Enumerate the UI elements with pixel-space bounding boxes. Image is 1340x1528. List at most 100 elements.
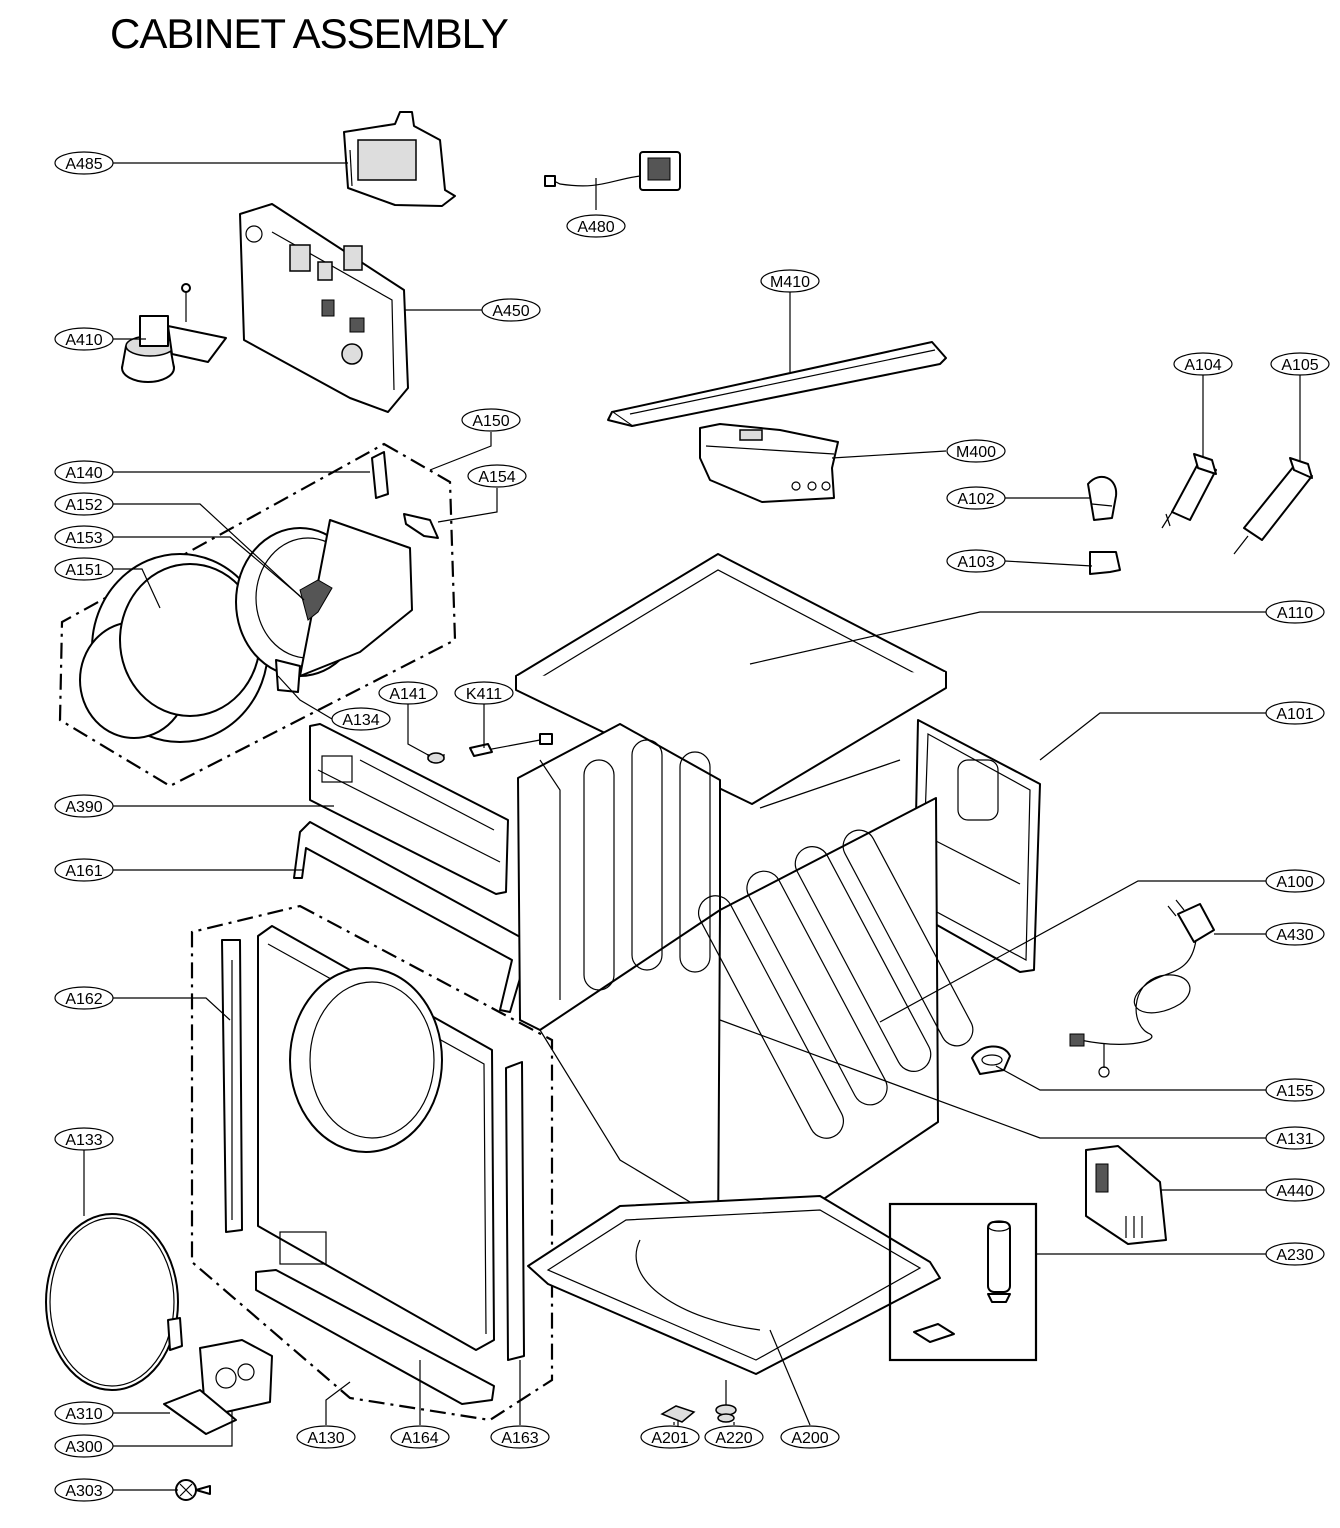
svg-text:A201: A201: [651, 1430, 688, 1447]
part-damper-kit: [913, 1220, 1011, 1343]
part-damper-long: [1233, 457, 1313, 555]
label-a154: A154: [467, 464, 527, 488]
part-kick-plate: [255, 1269, 495, 1405]
svg-text:A100: A100: [1276, 874, 1313, 891]
svg-text:A105: A105: [1281, 357, 1318, 374]
label-a110: A110: [1265, 600, 1325, 624]
svg-text:A150: A150: [472, 413, 509, 430]
part-main-control-box: [239, 203, 409, 413]
label-a131: A131: [1265, 1126, 1325, 1150]
svg-text:M410: M410: [770, 274, 810, 291]
part-back-cover: [913, 719, 1041, 973]
part-cap: [1087, 475, 1118, 521]
svg-text:A110: A110: [1277, 605, 1313, 622]
part-side-strip-right: [505, 1061, 525, 1361]
svg-text:A430: A430: [1276, 927, 1313, 944]
label-a390: A390: [54, 794, 114, 818]
svg-text:A101: A101: [1276, 706, 1313, 723]
part-leveling-foot: [715, 1380, 737, 1423]
svg-text:A153: A153: [65, 530, 102, 547]
svg-text:A154: A154: [478, 469, 515, 486]
svg-text:A390: A390: [65, 799, 102, 816]
svg-text:A230: A230: [1276, 1247, 1313, 1264]
svg-text:A161: A161: [65, 863, 102, 880]
svg-text:A133: A133: [65, 1132, 102, 1149]
part-wire-sensor: [469, 733, 553, 757]
svg-text:A200: A200: [791, 1430, 828, 1447]
part-front-panel: [257, 925, 495, 1351]
label-a130: A130: [296, 1425, 356, 1449]
label-a410: A410: [54, 327, 114, 351]
label-a100: A100: [1265, 869, 1325, 893]
label-m400: M400: [946, 439, 1006, 463]
label-k411: K411: [454, 681, 514, 705]
label-a150: A150: [461, 408, 521, 432]
part-door-lock: [1085, 1145, 1167, 1245]
svg-text:A134: A134: [342, 712, 379, 729]
svg-text:A162: A162: [65, 991, 102, 1008]
label-a134: A134: [331, 707, 391, 731]
svg-text:A102: A102: [957, 491, 994, 508]
part-display-housing: [343, 111, 456, 207]
svg-text:A141: A141: [389, 686, 426, 703]
part-power-cord: [1069, 899, 1215, 1078]
part-dispenser-housing: [699, 423, 839, 503]
label-a450: A450: [481, 298, 541, 322]
svg-text:A485: A485: [65, 156, 102, 173]
label-a162: A162: [54, 986, 114, 1010]
svg-text:A155: A155: [1276, 1083, 1313, 1100]
label-a161: A161: [54, 858, 114, 882]
part-pump-motor: [121, 283, 227, 383]
label-a133: A133: [54, 1127, 114, 1151]
svg-text:A140: A140: [65, 465, 102, 482]
svg-text:A163: A163: [501, 1430, 538, 1447]
part-clip: [1089, 551, 1121, 575]
svg-text:A130: A130: [307, 1430, 344, 1447]
page-title: CABINET ASSEMBLY: [110, 10, 509, 57]
front-panel-outline: [190, 904, 554, 1422]
part-top-bracket: [607, 341, 947, 427]
svg-text:A300: A300: [65, 1439, 102, 1456]
part-door-assembly: [79, 451, 439, 743]
svg-text:K411: K411: [466, 686, 502, 703]
svg-text:A151: A151: [65, 562, 102, 579]
part-foot-pad: [660, 1405, 696, 1428]
label-a151: A151: [54, 557, 114, 581]
svg-text:A410: A410: [65, 332, 102, 349]
svg-text:A164: A164: [401, 1430, 438, 1447]
label-a102: A102: [946, 486, 1006, 510]
label-a164: A164: [390, 1425, 450, 1449]
label-a101: A101: [1265, 701, 1325, 725]
part-top-rail: [293, 821, 527, 1013]
part-sensor-with-cable: [544, 151, 681, 191]
svg-text:A440: A440: [1276, 1183, 1313, 1200]
svg-text:A303: A303: [65, 1483, 102, 1500]
label-a485: A485: [54, 151, 114, 175]
label-a153: A153: [54, 525, 114, 549]
svg-text:A310: A310: [65, 1406, 102, 1423]
part-screw: [175, 1479, 211, 1501]
label-a220: A220: [704, 1425, 764, 1449]
label-a303: A303: [54, 1478, 114, 1502]
svg-text:A131: A131: [1276, 1131, 1313, 1148]
part-door-gasket-wire: [45, 1213, 183, 1391]
part-filter-box: [163, 1339, 273, 1435]
part-damper-short: [1161, 453, 1217, 529]
leader-lines: [83, 162, 1301, 1491]
callout-labels: A485 A480 A450 A410 M410 A104 A105 A150 …: [54, 151, 1330, 1502]
part-control-frame: [309, 723, 509, 895]
label-a200: A200: [780, 1425, 840, 1449]
label-a105: A105: [1270, 352, 1330, 376]
label-m410: M410: [760, 269, 820, 293]
door-assembly-outline: [58, 442, 457, 788]
svg-text:A450: A450: [492, 303, 529, 320]
part-small-knob: [427, 752, 445, 764]
label-a300: A300: [54, 1434, 114, 1458]
label-a152: A152: [54, 492, 114, 516]
label-a440: A440: [1265, 1178, 1325, 1202]
label-a140: A140: [54, 460, 114, 484]
label-a155: A155: [1265, 1078, 1325, 1102]
svg-text:A220: A220: [715, 1430, 752, 1447]
